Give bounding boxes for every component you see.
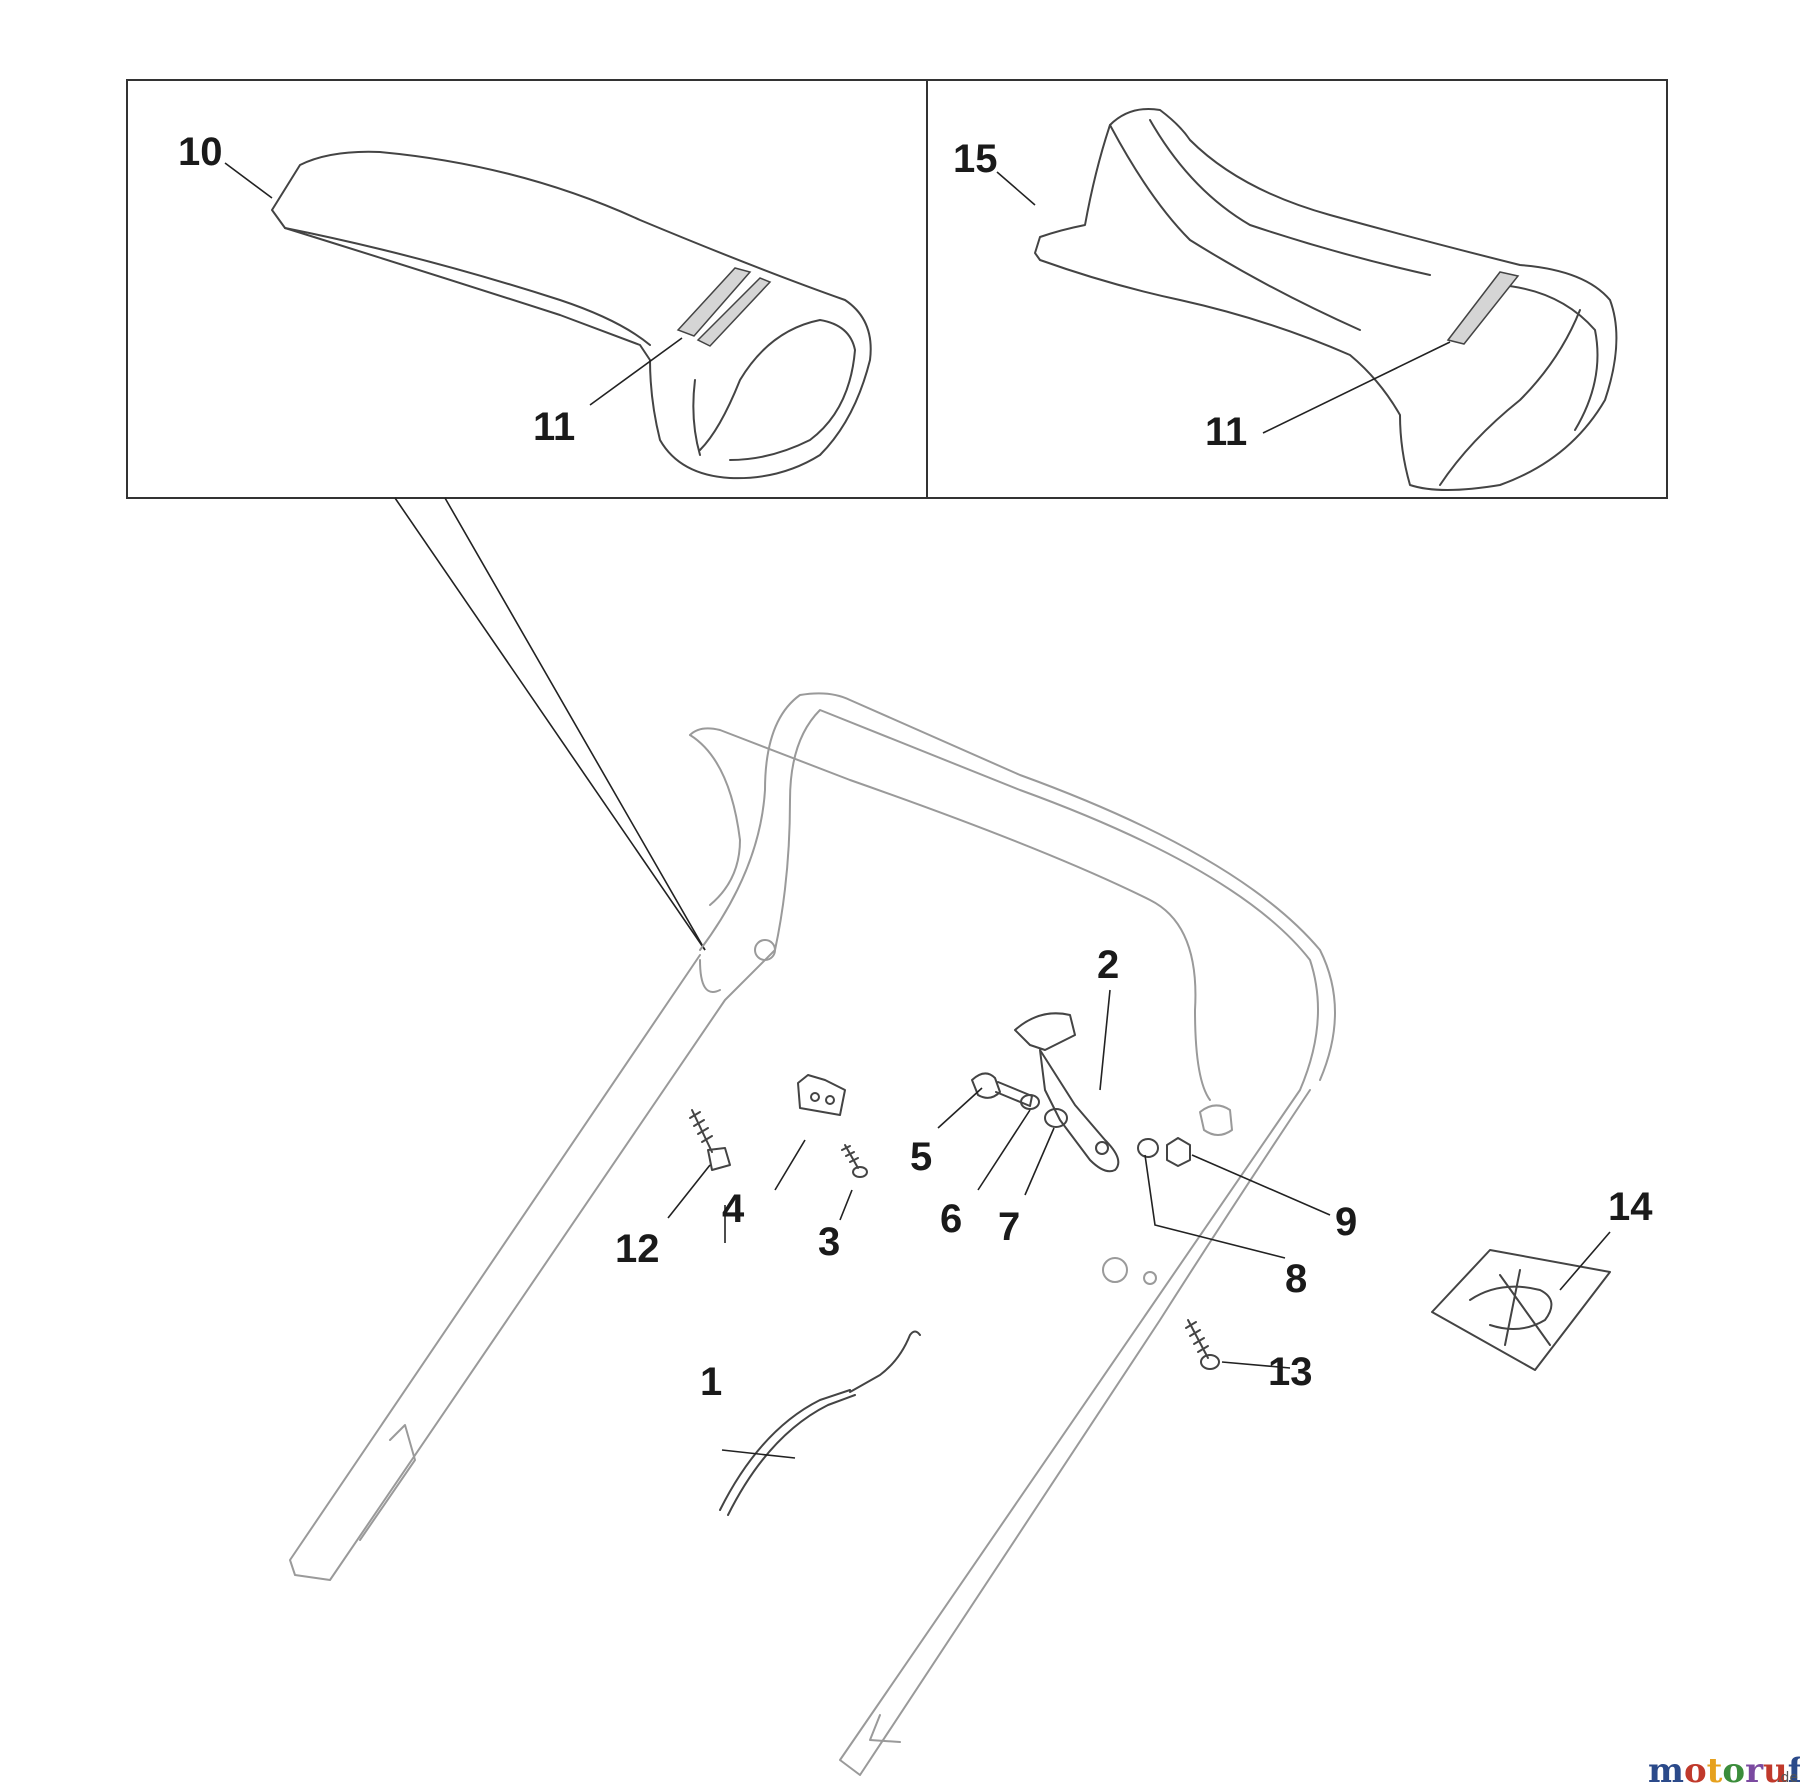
part-1-cable [719,1330,921,1516]
watermark-brand: motoruf [1648,1751,1800,1789]
callout-5: 5 [910,1135,932,1179]
part-12-screw [689,1109,731,1171]
callout-11-right: 11 [1205,410,1247,454]
part-9-nut [1166,1137,1191,1167]
watermark: motoruf .de [1648,1751,1800,1789]
callout-15: 15 [953,137,998,181]
part-2-lever [1014,1012,1120,1173]
handle-frame [289,692,1336,1776]
callout-10: 10 [178,130,223,174]
watermark-letter: o [1684,1751,1707,1789]
part-3-screw [841,1144,868,1178]
callout-12: 12 [615,1227,660,1271]
inset-frame [126,79,1668,499]
leader-lines [224,162,1611,1459]
callout-7: 7 [998,1205,1020,1249]
part-10-handle-cover [271,150,872,480]
callout-6: 6 [940,1197,962,1241]
inset-connector-right [444,497,706,951]
watermark-letter: r [1745,1751,1764,1789]
callout-14: 14 [1608,1185,1653,1229]
part-5-bolt [971,1072,1033,1107]
callout-4: 4 [722,1187,745,1231]
callout-9: 9 [1335,1200,1357,1244]
callout-11-left: 11 [533,405,575,449]
part-8-washer [1137,1138,1159,1158]
callout-1: 1 [700,1360,722,1404]
callout-8: 8 [1285,1257,1307,1301]
inset-connector-left [394,497,706,951]
watermark-letter: f [1788,1751,1800,1789]
label-decal-right [1446,271,1520,345]
inset-panels [126,79,1668,951]
watermark-tld: .de [1776,1770,1798,1786]
watermark-letter: t [1707,1751,1723,1789]
callout-3: 3 [818,1220,840,1264]
part-7-washer [1044,1108,1068,1128]
callout-labels: 10 11 15 11 2 5 6 7 8 9 14 13 1 4 3 12 [178,130,1653,1404]
watermark-letter: o [1722,1751,1745,1789]
watermark-letter: m [1648,1751,1684,1789]
label-decal-left [676,267,752,337]
part-4-clip [797,1074,846,1116]
part-13-screw [1185,1319,1220,1370]
part-6-washer [1020,1094,1040,1110]
callout-13: 13 [1268,1350,1313,1394]
part-14-hardware-bag [1431,1249,1611,1371]
callout-2: 2 [1097,943,1119,987]
part-15-handle-cover [1034,108,1618,491]
watermark-letter: u [1763,1751,1788,1789]
